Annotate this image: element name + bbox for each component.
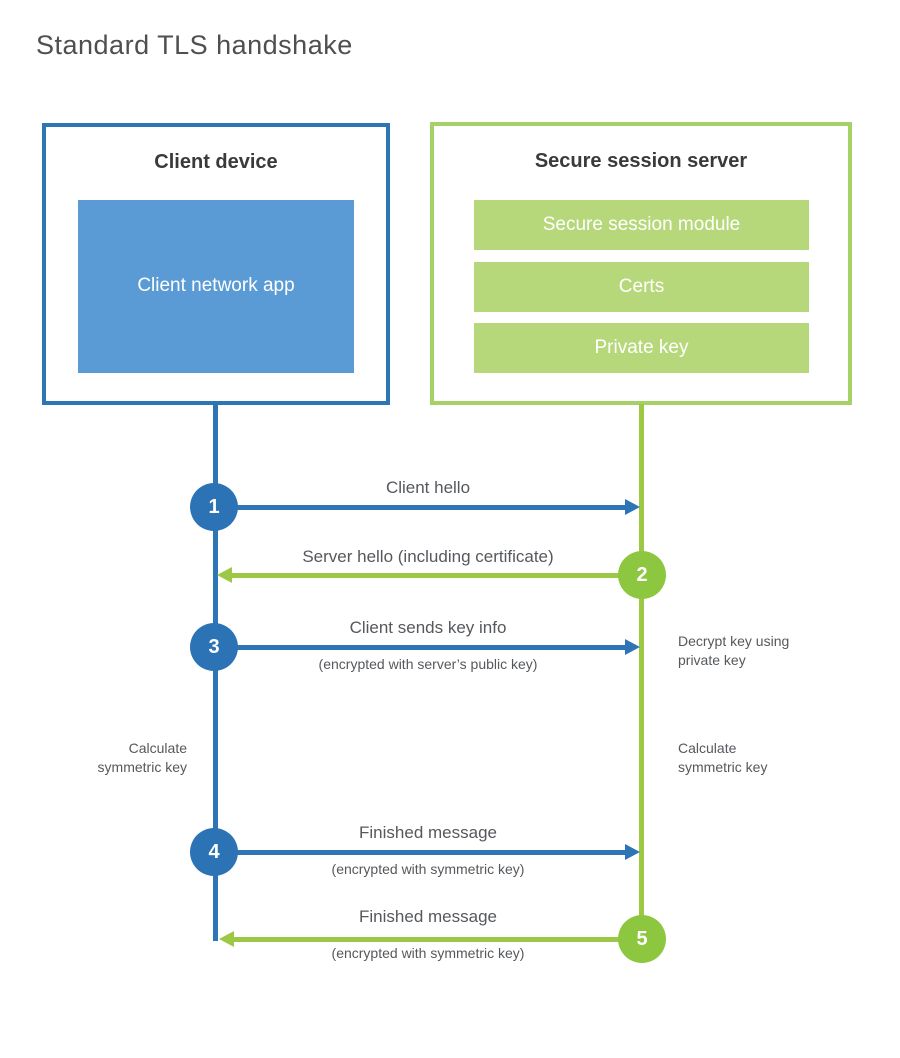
step3-label: Client sends key info (349, 618, 507, 637)
page-title: Standard TLS handshake (36, 30, 353, 60)
step3-circle: 3 (190, 623, 238, 671)
note-decrypt-key: Decrypt key using private key (678, 633, 790, 668)
step5-arrow-line (233, 937, 642, 942)
step4-label: Finished message (359, 823, 497, 842)
step3-arrow-line (215, 645, 627, 650)
client-network-app-box: Client network app (78, 200, 354, 373)
step1-circle: 1 (190, 483, 238, 531)
step1-label: Client hello (385, 478, 471, 497)
step3-sublabel: (encrypted with server’s public key) (318, 656, 538, 672)
client-device-title: Client device (154, 151, 278, 173)
client-network-app-label: Client network app (137, 275, 295, 297)
step4-arrow-line (215, 850, 627, 855)
step5-label: Finished message (359, 907, 497, 926)
note-calculate-symmetric-key-server: Calculate symmetric key (678, 740, 768, 775)
step2-label: Server hello (including certificate) (302, 547, 554, 566)
step2-arrow-head-icon (217, 567, 232, 583)
step2-arrow-line (231, 573, 642, 578)
step5-circle: 5 (618, 915, 666, 963)
secure-session-server-title: Secure session server (534, 150, 748, 172)
step2-circle: 2 (618, 551, 666, 599)
step4-arrow-head-icon (625, 844, 640, 860)
step1-arrow-line (215, 505, 627, 510)
client-lifeline (213, 404, 218, 941)
step1-arrow-head-icon (625, 499, 640, 515)
step5-sublabel: (encrypted with symmetric key) (331, 945, 525, 961)
step3-arrow-head-icon (625, 639, 640, 655)
note-calculate-symmetric-key-client: Calculate symmetric key (97, 740, 187, 775)
server-module-private-key: Private key (474, 323, 809, 373)
step4-sublabel: (encrypted with symmetric key) (331, 861, 525, 877)
step4-circle: 4 (190, 828, 238, 876)
step5-arrow-head-icon (219, 931, 234, 947)
server-module-secure-session: Secure session module (474, 200, 809, 250)
server-module-certs: Certs (474, 262, 809, 312)
server-lifeline (639, 404, 644, 939)
